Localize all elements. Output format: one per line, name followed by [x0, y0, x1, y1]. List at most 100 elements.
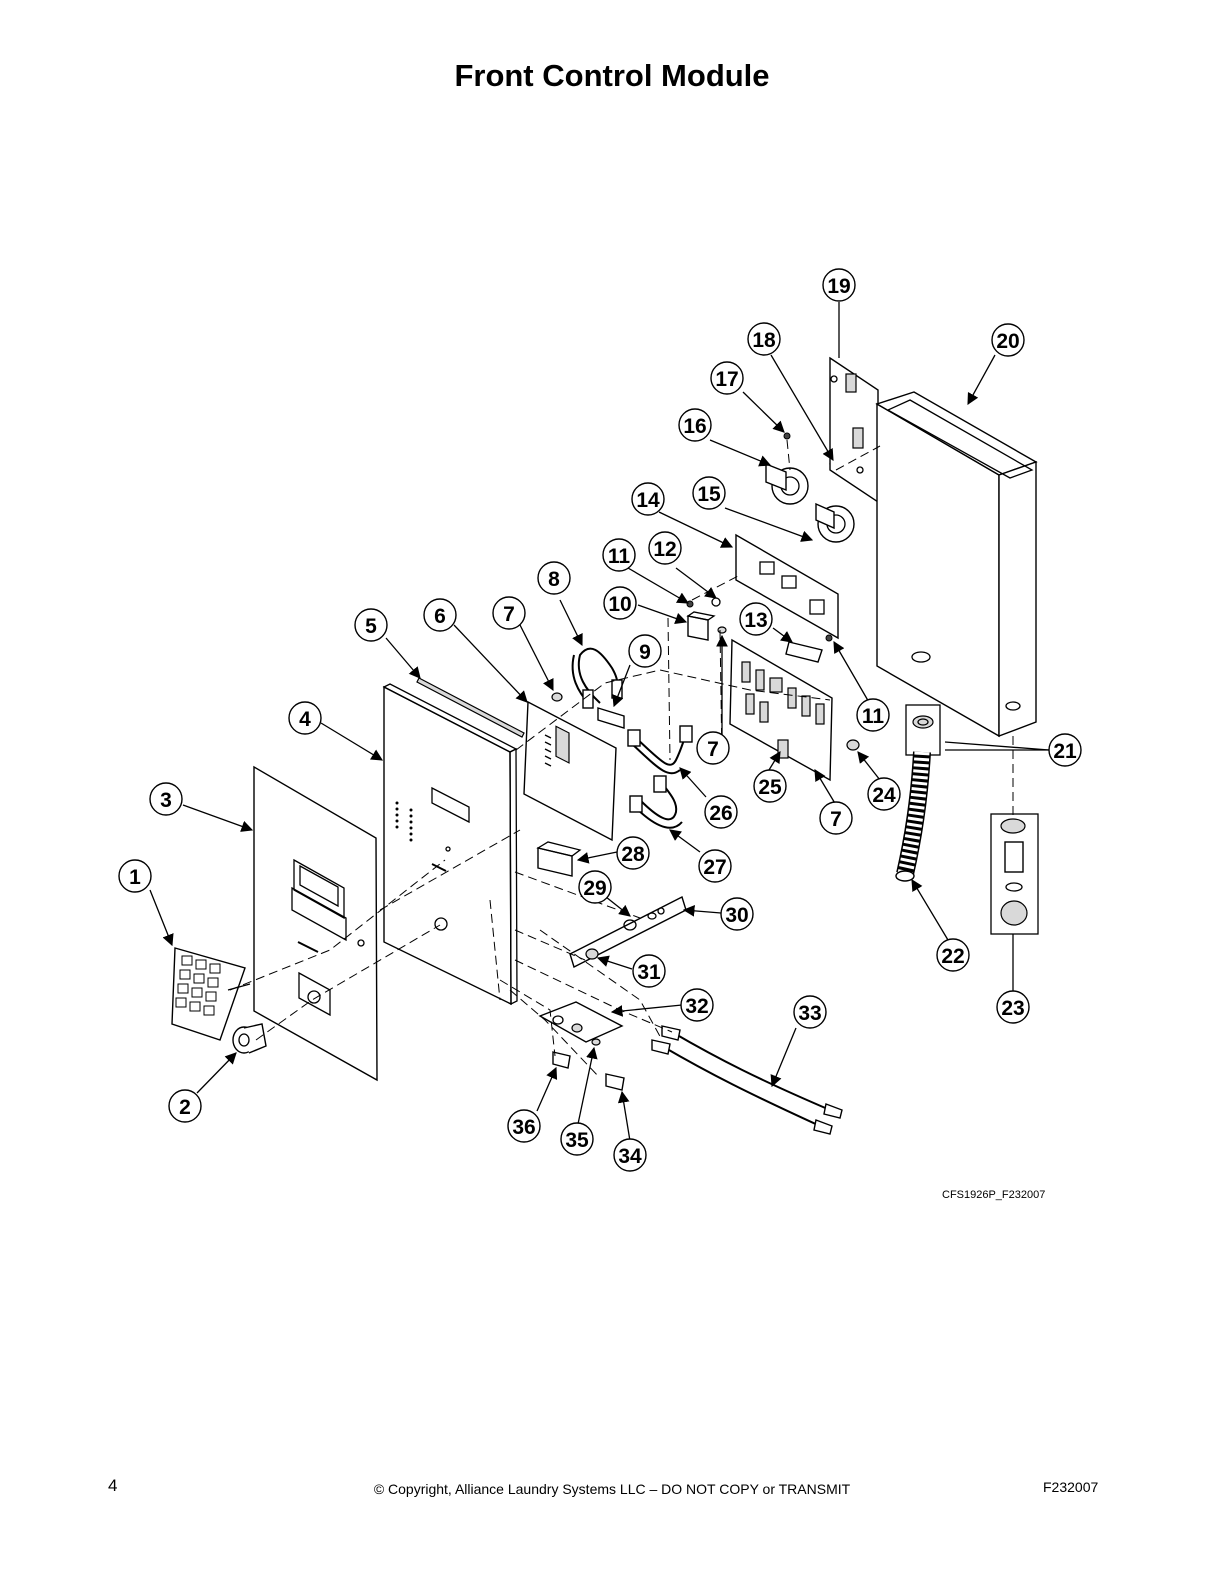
callout-27: 27 [698, 849, 732, 883]
svg-text:4: 4 [299, 708, 311, 731]
front-overlay-panel [253, 765, 378, 1082]
callout-34: 34 [613, 1138, 647, 1172]
console-panel [382, 683, 518, 1006]
pressure-switch-15 [815, 502, 855, 543]
module-part-9 [597, 707, 625, 729]
svg-text:33: 33 [798, 1002, 821, 1025]
svg-text:21: 21 [1053, 740, 1077, 763]
page-number: 4 [108, 1476, 118, 1495]
control-board [523, 700, 617, 842]
ribbon-cable-26 [627, 725, 693, 775]
svg-text:17: 17 [715, 368, 738, 391]
electrical-box [875, 391, 1038, 738]
relay-part [686, 611, 716, 641]
svg-text:30: 30 [725, 904, 748, 927]
svg-text:10: 10 [608, 593, 631, 616]
switch-part [536, 841, 582, 877]
callout-7a: 7 [492, 596, 526, 630]
power-board [729, 638, 833, 782]
leader-lines [149, 302, 1050, 1142]
svg-text:6: 6 [434, 605, 446, 628]
callout-8: 8 [537, 561, 571, 595]
callout-12: 12 [648, 531, 682, 565]
callout-11a: 11 [602, 538, 636, 572]
callout-13: 13 [739, 602, 773, 636]
copyright-notice: © Copyright, Alliance Laundry Systems LL… [373, 1481, 851, 1497]
callout-15: 15 [692, 476, 726, 510]
screw-part [686, 600, 833, 642]
svg-text:5: 5 [365, 615, 377, 638]
callout-32: 32 [680, 988, 714, 1022]
callout-25: 25 [753, 769, 787, 803]
callout-11b: 11 [856, 698, 890, 732]
svg-text:25: 25 [758, 776, 782, 799]
gasket-strip [416, 677, 525, 738]
svg-text:14: 14 [636, 489, 660, 512]
callout-28: 28 [616, 836, 650, 870]
callout-14: 14 [631, 482, 665, 516]
document-code: F232007 [1043, 1479, 1099, 1495]
svg-text:20: 20 [996, 330, 1019, 353]
ribbon-cable-27 [629, 775, 683, 829]
sensor-wire-assembly [651, 1025, 843, 1135]
callout-36: 36 [507, 1109, 541, 1143]
svg-text:7: 7 [707, 738, 719, 761]
knob-part [232, 1023, 267, 1054]
relay-board [735, 533, 839, 640]
callout-18: 18 [747, 322, 781, 356]
svg-text:24: 24 [872, 784, 896, 807]
svg-text:15: 15 [697, 483, 721, 506]
callout-1: 1 [118, 859, 152, 893]
callout-29: 29 [578, 870, 612, 904]
callout-labels: 1 2 3 4 5 6 7 8 9 10 11 12 13 14 15 16 1… [118, 268, 1082, 1172]
svg-text:32: 32 [685, 995, 708, 1018]
svg-text:26: 26 [709, 802, 732, 825]
screw-part-17 [783, 432, 791, 440]
callout-30: 30 [720, 897, 754, 931]
page-title: Front Control Module [454, 58, 770, 93]
small-plate [538, 1001, 624, 1043]
figure-code: CFS1926P_F232007 [942, 1189, 1046, 1201]
callout-26: 26 [704, 795, 738, 829]
svg-text:11: 11 [608, 545, 631, 568]
svg-text:13: 13 [744, 609, 767, 632]
svg-text:23: 23 [1001, 997, 1024, 1020]
svg-text:12: 12 [653, 538, 676, 561]
svg-text:31: 31 [637, 961, 661, 984]
callout-3: 3 [149, 782, 183, 816]
mounting-plate [829, 356, 879, 504]
callout-35: 35 [560, 1122, 594, 1156]
svg-text:16: 16 [683, 415, 706, 438]
callout-5: 5 [354, 608, 388, 642]
callout-23: 23 [996, 990, 1030, 1024]
svg-text:22: 22 [941, 945, 964, 968]
bracket-assembly [569, 895, 687, 969]
svg-text:3: 3 [160, 789, 172, 812]
callout-6: 6 [423, 598, 457, 632]
svg-text:27: 27 [703, 856, 726, 879]
callout-19: 19 [822, 268, 856, 302]
small-part-36 [552, 1051, 571, 1069]
callout-2: 2 [168, 1089, 202, 1123]
callout-7b: 7 [696, 731, 730, 765]
callout-21: 21 [1048, 733, 1082, 767]
callout-20: 20 [991, 323, 1025, 357]
pressure-switch-16 [765, 462, 809, 505]
ribbon-cable-8 [571, 647, 623, 709]
callout-10: 10 [603, 586, 637, 620]
svg-text:28: 28 [621, 843, 645, 866]
bracket-part-13 [785, 641, 823, 663]
locknut-part [905, 704, 941, 756]
svg-text:11: 11 [862, 705, 885, 728]
svg-text:8: 8 [548, 568, 560, 591]
callout-4: 4 [288, 701, 322, 735]
svg-text:29: 29 [583, 877, 606, 900]
svg-text:9: 9 [639, 641, 651, 664]
svg-text:19: 19 [827, 275, 850, 298]
callout-9: 9 [628, 634, 662, 668]
small-part-34 [605, 1073, 625, 1091]
svg-text:34: 34 [618, 1145, 642, 1168]
cap-part [846, 739, 860, 751]
callout-24: 24 [867, 777, 901, 811]
